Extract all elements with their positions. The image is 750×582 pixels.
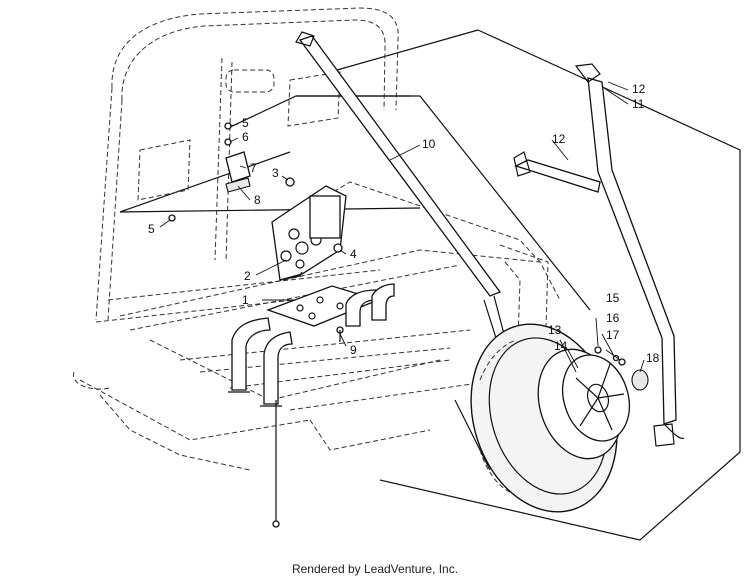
callout-8: 8: [254, 193, 261, 207]
callout-9: 9: [350, 343, 357, 357]
callout-14: 14: [554, 339, 568, 353]
callout-12-left: 12: [552, 132, 566, 146]
callout-11: 11: [632, 97, 645, 111]
spare-tire: [470, 323, 649, 513]
callout-15: 15: [606, 291, 620, 305]
tire-carrier: [228, 283, 395, 407]
callout-5-lower: 5: [148, 222, 155, 236]
leader-lines: [159, 81, 645, 373]
callout-6: 6: [242, 130, 249, 144]
callout-7: 7: [250, 161, 257, 175]
callout-5-upper: 5: [242, 116, 249, 130]
callout-2: 2: [244, 269, 251, 283]
frame-rail: [513, 63, 685, 447]
callout-1: 1: [242, 293, 249, 307]
hardware: [168, 122, 344, 528]
footer-credit: Rendered by LeadVenture, Inc.: [291, 562, 459, 576]
mounting-plate: [271, 185, 347, 281]
callout-18: 18: [646, 351, 660, 365]
callout-labels: 1 2 3 4 5 6 7 8 5 9 10 11 12 12 13 14 15…: [148, 82, 660, 365]
callout-10: 10: [422, 137, 436, 151]
callout-3: 3: [272, 166, 279, 180]
callout-12-right: 12: [632, 82, 646, 96]
callout-16: 16: [606, 311, 620, 325]
callout-4: 4: [350, 247, 357, 261]
callout-13: 13: [548, 323, 562, 337]
callout-17: 17: [606, 328, 620, 342]
explode-boundary-lines: [119, 29, 741, 541]
